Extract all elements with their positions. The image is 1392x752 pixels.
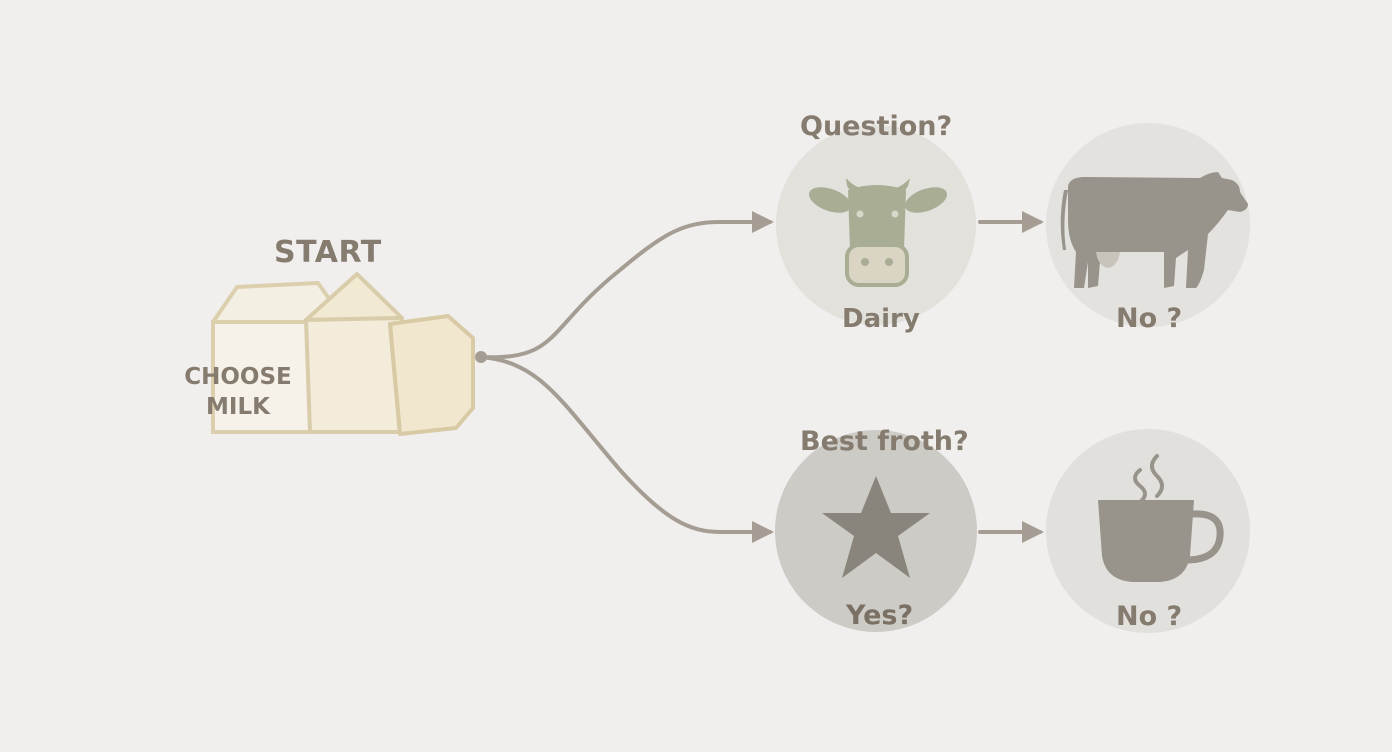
cow-icon <box>1060 172 1248 288</box>
milk-carton-icon <box>211 272 475 436</box>
start-subtitle-line1: CHOOSE <box>184 364 292 390</box>
top-question-label: Question? <box>800 111 953 142</box>
start-subtitle-line2: MILK <box>206 394 270 420</box>
dairy-label: Dairy <box>842 304 920 334</box>
no-bottom-label: No ? <box>1116 601 1183 632</box>
connectors <box>475 211 1044 543</box>
arrow-bottom-branch <box>479 355 774 543</box>
start-title: START <box>274 235 382 270</box>
no-top-label: No ? <box>1116 303 1183 334</box>
cow-face-icon <box>808 178 948 287</box>
start-subtitle: CHOOSE MILK <box>181 362 295 422</box>
bottom-question-label: Best froth? <box>800 426 969 457</box>
yes-label: Yes? <box>846 600 914 631</box>
coffee-cup-icon <box>1098 454 1224 582</box>
arrow-top-branch <box>479 211 774 360</box>
star-icon <box>822 476 930 578</box>
